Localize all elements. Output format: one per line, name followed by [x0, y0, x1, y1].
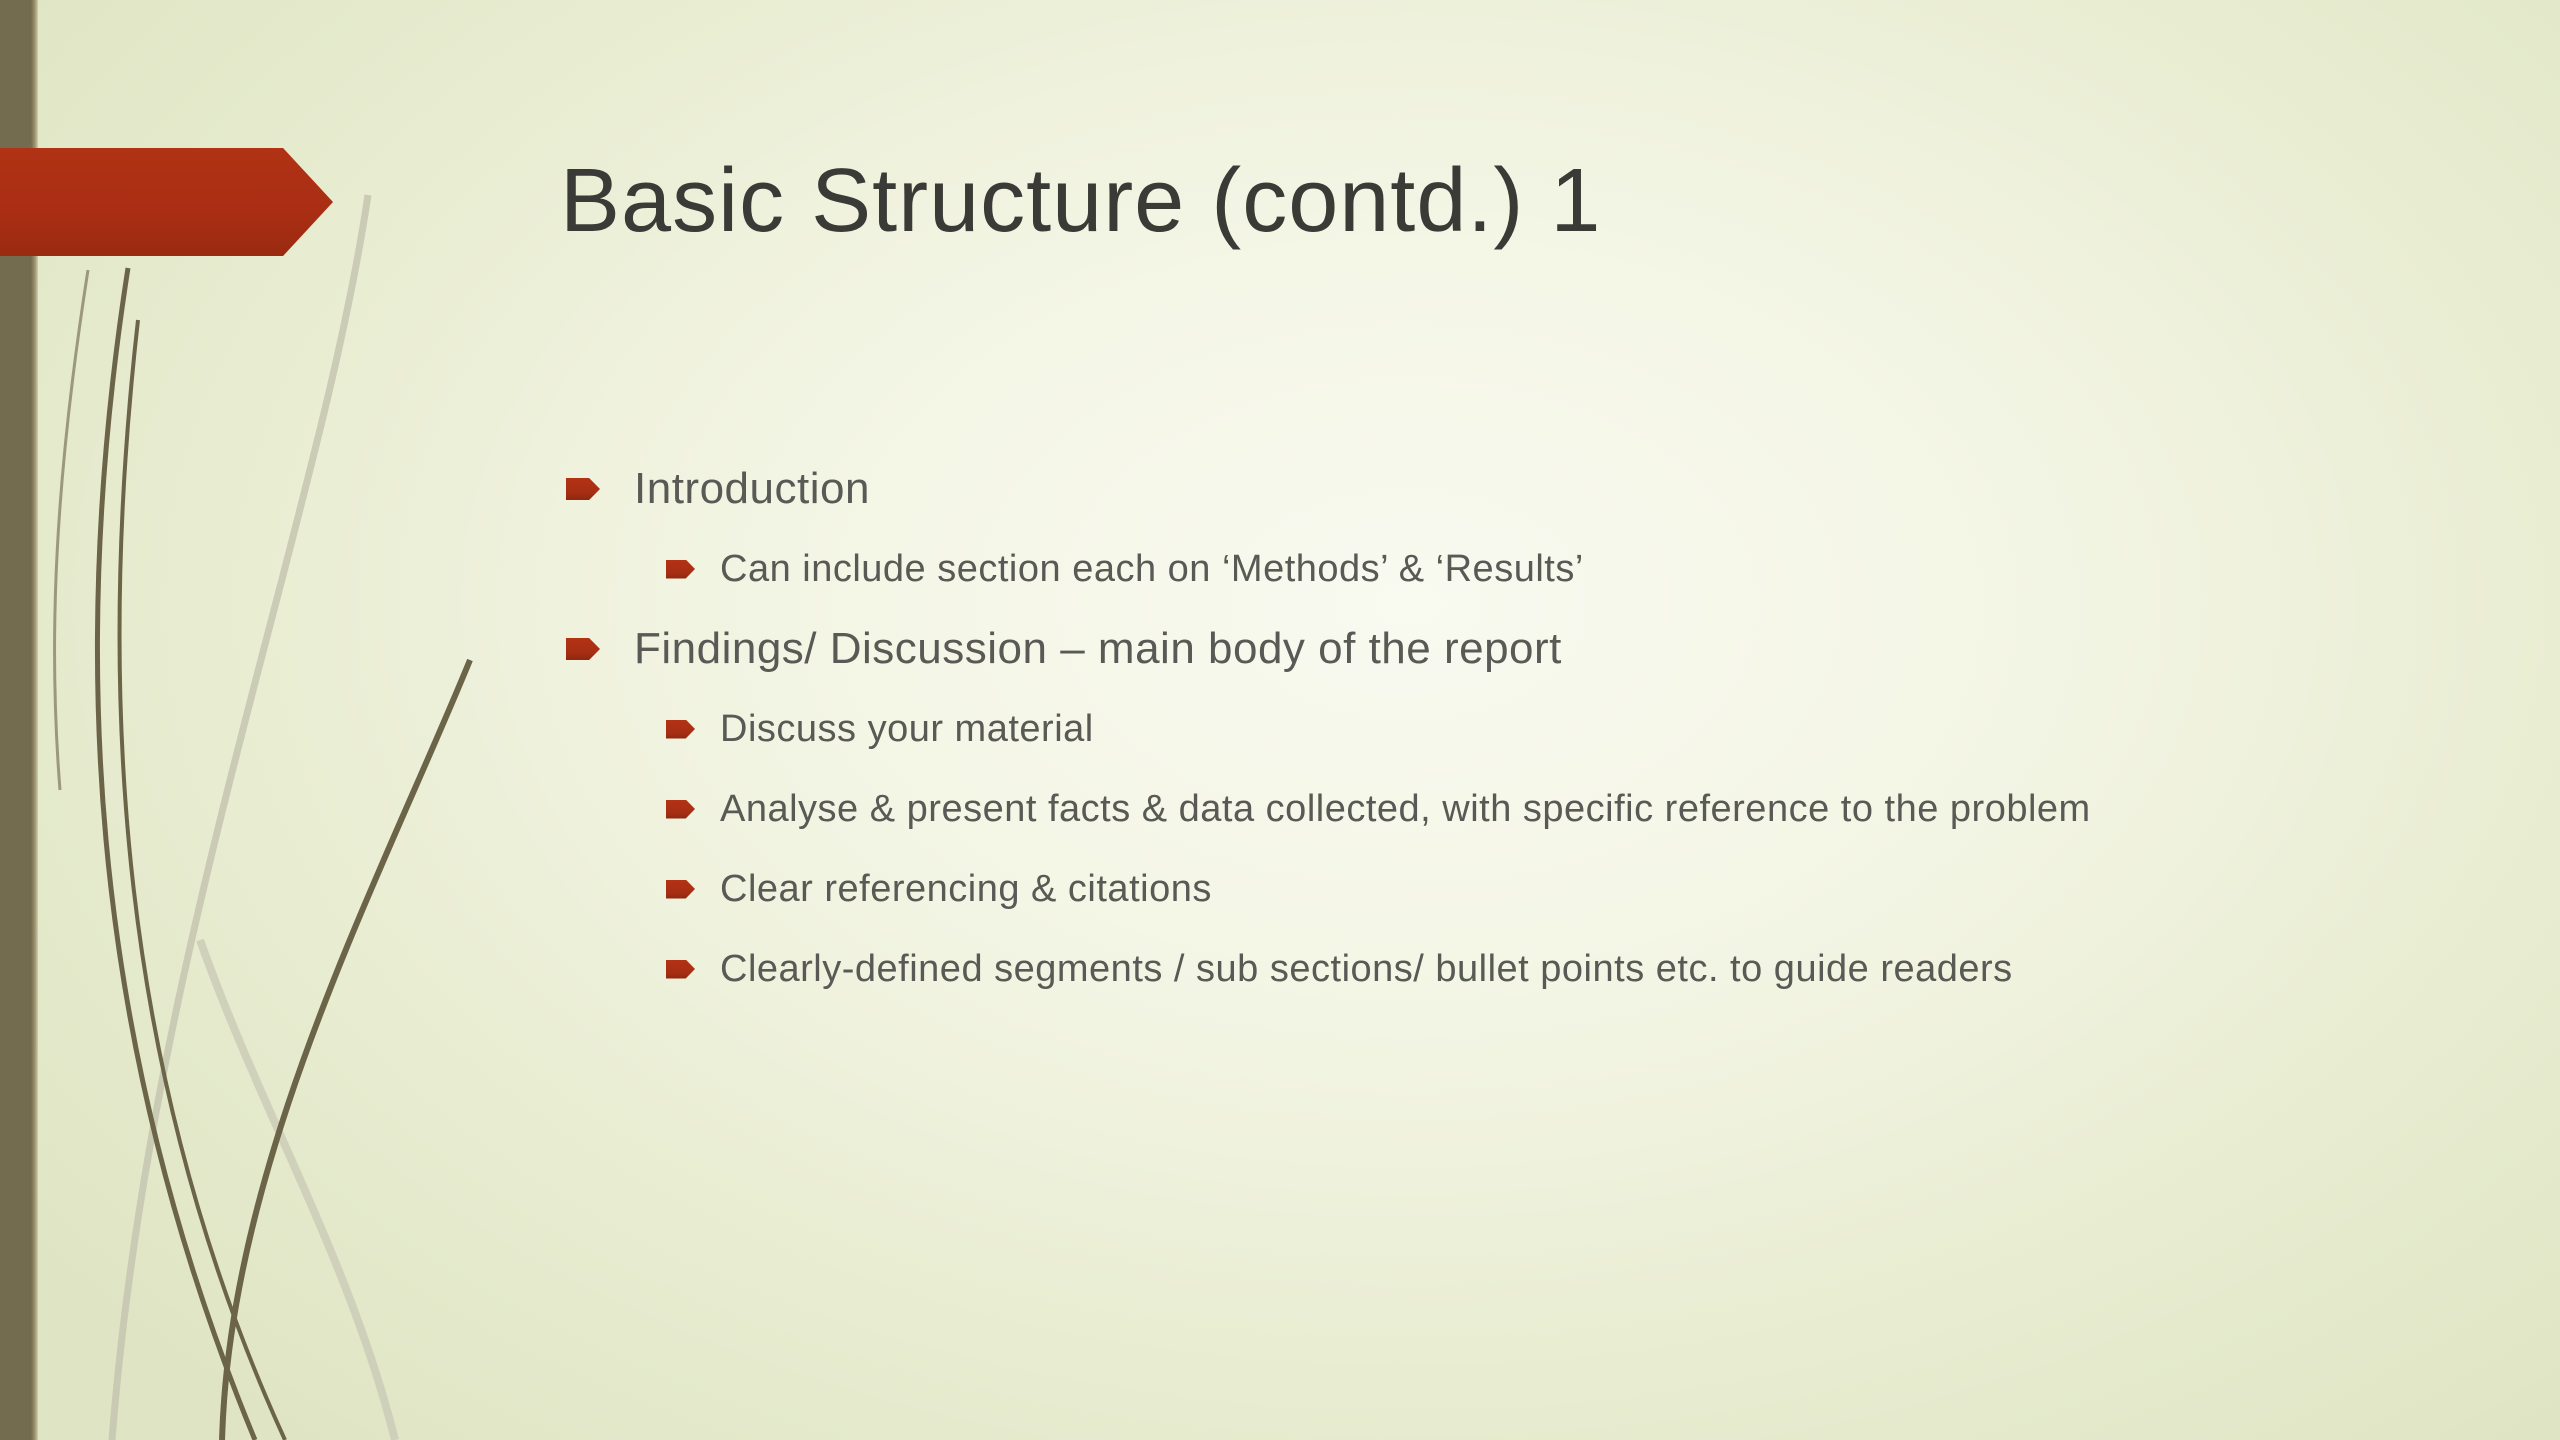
bullet-text: Clearly-defined segments / sub sections/… [720, 947, 2013, 990]
wisp-curves-decoration [53, 194, 473, 1440]
bullet-arrow-icon [566, 638, 600, 660]
bullet-text: Clear referencing & citations [720, 867, 1212, 910]
red-arrow-banner [0, 148, 333, 256]
bullet-arrow-icon [666, 799, 695, 819]
bullet-text: Findings/ Discussion – main body of the … [634, 624, 1562, 673]
bullet-text: Analyse & present facts & data collected… [720, 787, 2091, 830]
bullet-item: Analyse & present facts & data collected… [560, 769, 2500, 849]
bullet-arrow-icon [666, 959, 695, 979]
bullet-arrow-icon [666, 559, 695, 579]
bullet-arrow-icon [566, 478, 600, 500]
bullet-text: Discuss your material [720, 707, 1094, 750]
slide-title: Basic Structure (contd.) 1 [560, 151, 1602, 251]
bullet-text: Can include section each on ‘Methods’ & … [720, 547, 1584, 590]
bullet-item: Introduction [560, 449, 2500, 529]
bullet-arrow-icon [666, 879, 695, 899]
bullet-text: Introduction [634, 464, 870, 513]
bullet-arrow-icon [666, 719, 695, 739]
bullet-item: Discuss your material [560, 689, 2500, 769]
bullet-item: Findings/ Discussion – main body of the … [560, 609, 2500, 689]
bullet-item: Clear referencing & citations [560, 849, 2500, 929]
bullet-item: Can include section each on ‘Methods’ & … [560, 529, 2500, 609]
bullet-item: Clearly-defined segments / sub sections/… [560, 929, 2500, 1009]
